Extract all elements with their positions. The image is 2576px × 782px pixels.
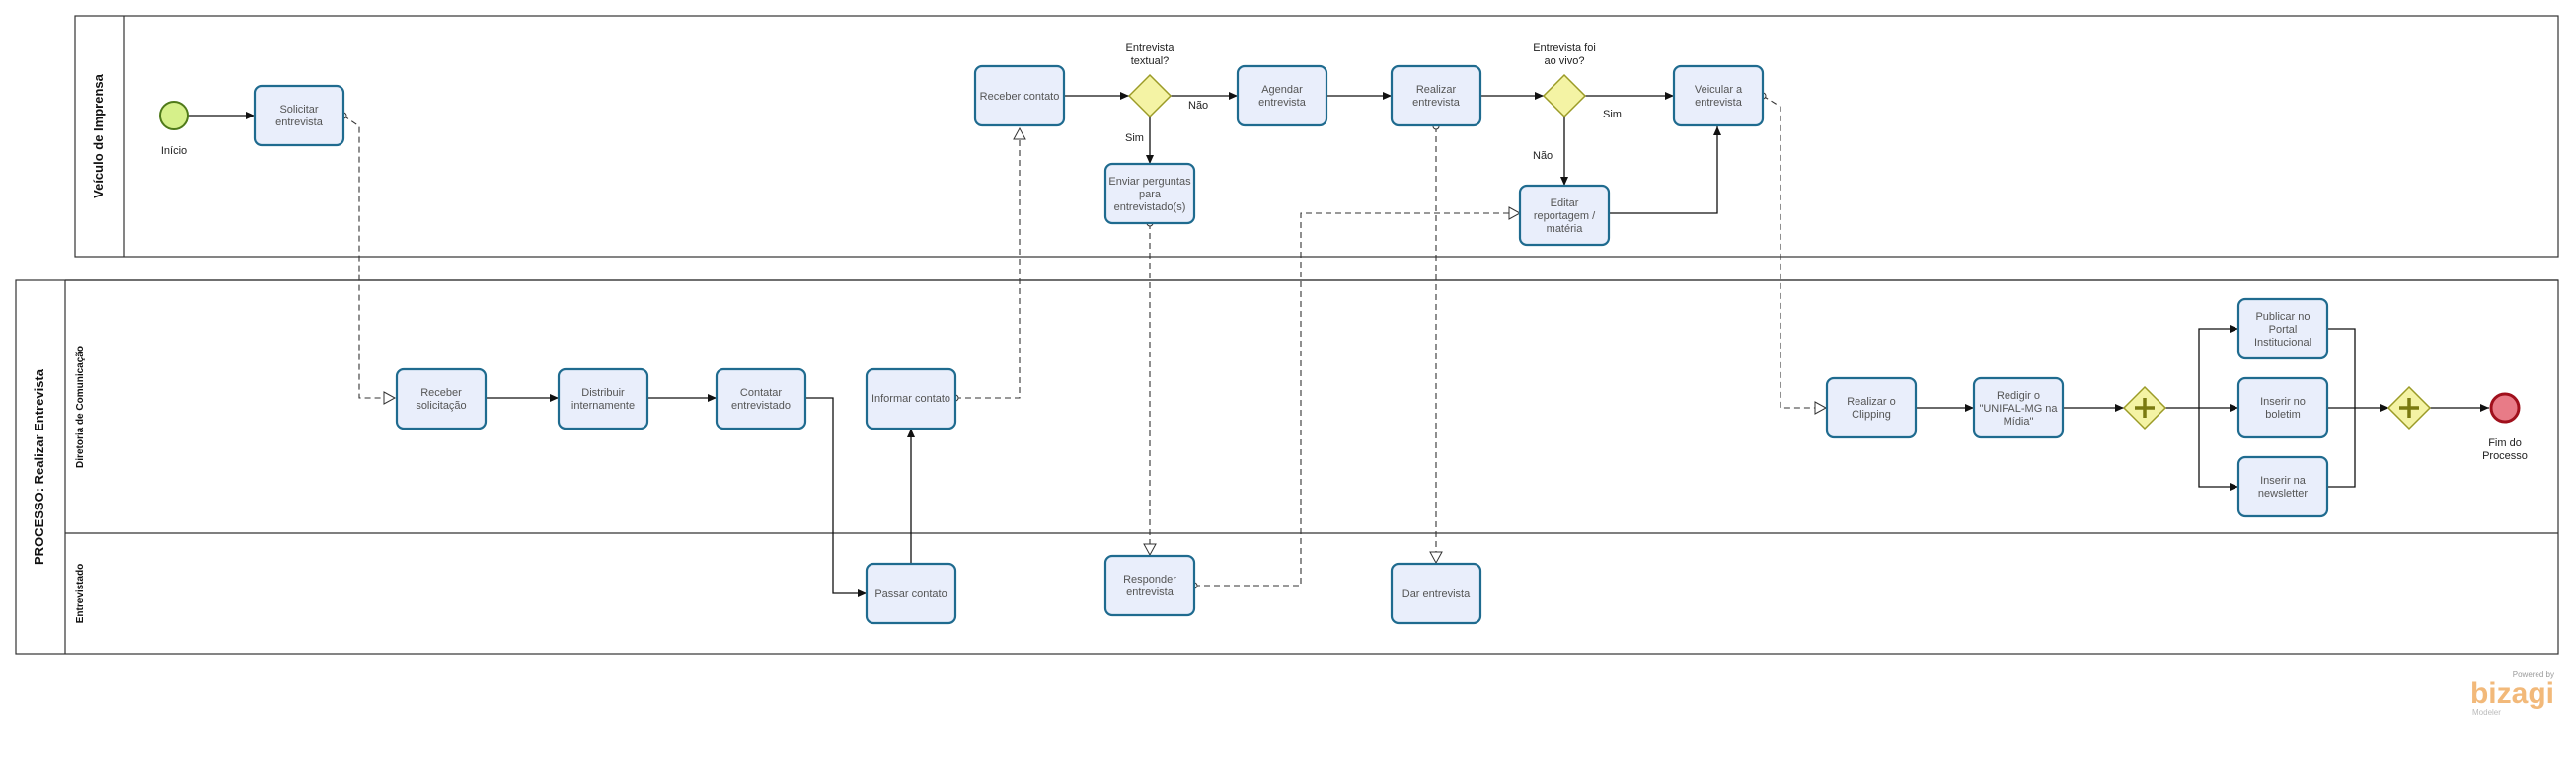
svg-text:Receber contato: Receber contato — [980, 91, 1060, 103]
bizagi-logo: Powered by bizagi Modeler — [2470, 670, 2554, 717]
lane-title-entrevistado: Entrevistado — [75, 564, 86, 624]
task-receber-contato[interactable]: Receber contato — [973, 64, 1066, 127]
flow-contatar-passar — [805, 397, 867, 597]
gateway-parallel-split[interactable] — [2122, 385, 2167, 430]
pool-title-veiculo: Veículo de Imprensa — [91, 73, 106, 197]
svg-text:Passar contato: Passar contato — [874, 588, 947, 600]
pool-processo: PROCESSO: Realizar Entrevista Diretoria … — [15, 279, 2559, 655]
msg-veicular-clipping — [1759, 92, 1828, 415]
flow-newsletter-join — [2327, 408, 2356, 488]
start-event-label: Início — [161, 145, 187, 157]
msg-informar-receber — [951, 126, 1026, 402]
msg-responder-editar — [1190, 206, 1522, 589]
task-passar-contato[interactable]: Passar contato — [865, 562, 957, 625]
flow-label-nao-textual: Não — [1188, 100, 1208, 112]
lane-title-diretoria: Diretoria de Comunicação — [75, 346, 86, 468]
flow-label-sim-textual: Sim — [1125, 132, 1144, 144]
svg-text:Dar entrevista: Dar entrevista — [1402, 588, 1471, 600]
message-flows — [340, 92, 1828, 589]
flow-label-nao-ao-vivo: Não — [1533, 150, 1553, 162]
task-informar-contato[interactable]: Informar contato — [865, 367, 957, 430]
start-event[interactable]: Início — [159, 101, 189, 157]
msg-solicitar-receber — [340, 112, 397, 405]
gateway-parallel-join[interactable] — [2387, 385, 2432, 430]
flow-label-sim-ao-vivo: Sim — [1603, 109, 1622, 120]
pool-title-processo: PROCESSO: Realizar Entrevista — [32, 368, 46, 565]
logo-sub-text: Modeler — [2472, 708, 2501, 717]
sequence-flows — [188, 92, 2489, 597]
pool-veiculo-imprensa: Veículo de Imprensa — [74, 15, 2559, 258]
flow-split-publicar — [2198, 325, 2238, 408]
flow-editar-veicular — [1609, 126, 1721, 214]
flow-split-newsletter — [2198, 408, 2238, 491]
task-dar-entrevista[interactable]: Dar entrevista — [1390, 562, 1482, 625]
logo-powered-text: Powered by — [2513, 670, 2554, 679]
svg-text:Informar contato: Informar contato — [871, 393, 950, 405]
flow-publicar-join — [2327, 328, 2356, 408]
logo-name-text: bizagi — [2470, 677, 2554, 710]
